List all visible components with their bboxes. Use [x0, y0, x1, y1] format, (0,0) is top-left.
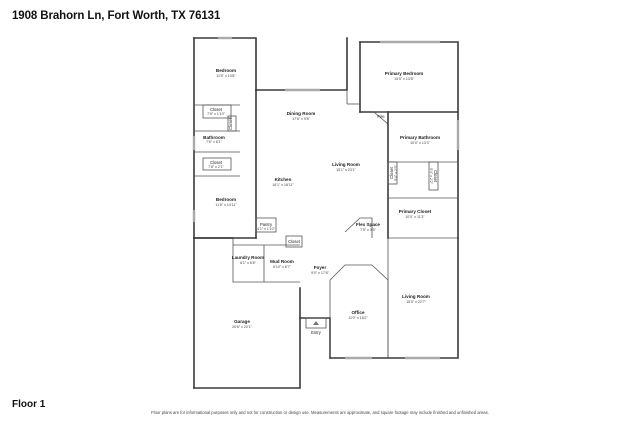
office-dim: 11'0" x 18'2" [348, 316, 368, 320]
room-labels: Bedroom 11'5" x 10'8" Closet 7'8" x 1'10… [203, 68, 440, 335]
primary-bathroom-dim: 10'0" x 13'3" [410, 141, 430, 145]
laundry-room-name: Laundry Room [232, 255, 264, 260]
bedroom-top-name: Bedroom [216, 68, 236, 73]
bedroom-bottom-dim: 11'6" x 14'11" [215, 203, 237, 207]
closet-1-name: Closet [210, 107, 223, 112]
mud-room-name: Mud Room [270, 259, 294, 264]
pantry-name: Pantry [260, 222, 273, 227]
bathroom-name: Bathroom [203, 135, 225, 140]
primary-bedroom-name: Primary Bedroom [385, 71, 424, 76]
mud-room-dim: 6'10" x 6'7" [273, 265, 291, 269]
foyer-dim: 9'0" x 17'8" [311, 271, 329, 275]
closet-5-dim: 5'4" x 2'2" [429, 168, 433, 184]
primary-closet-dim: 10'0" x 11'3" [405, 215, 425, 219]
closet-3-dim: 7'8" x 2'1" [208, 165, 224, 169]
closet-vertical-name: Closet [228, 117, 233, 130]
living-room-front-name: Living Room [402, 294, 430, 299]
disclaimer-text: Floor plans are for informational purpos… [151, 410, 489, 415]
windows [192, 36, 460, 360]
bedroom-bottom-name: Bedroom [216, 197, 236, 202]
floor-label: Floor 1 [12, 399, 46, 410]
bedroom-top-dim: 11'5" x 10'8" [216, 74, 236, 78]
garage-dim: 20'6" x 20'1" [232, 325, 252, 329]
closet-4-dim: 5'4" x 2'3" [394, 164, 398, 180]
flex-space-name: Flex Space [356, 222, 380, 227]
kitchen-name: Kitchen [275, 177, 292, 182]
closet-5-name: Closet [433, 170, 438, 183]
closet-6-name: Closet [288, 239, 301, 244]
pantry-dim: 4'1" x 1'10" [257, 227, 275, 231]
flex-space-dim: 7'5" x 3'5" [360, 228, 376, 232]
fire-name: Fire [377, 114, 385, 119]
page-title: 1908 Brahorn Ln, Fort Worth, TX 76131 [12, 10, 221, 22]
primary-closet-name: Primary Closet [399, 209, 432, 214]
closet-4-name: Closet [389, 166, 394, 179]
garage-name: Garage [234, 319, 250, 324]
interior-walls [193, 89, 459, 358]
living-room-main-dim: 15'1" x 23'1" [336, 168, 356, 172]
closet-3-name: Closet [210, 160, 223, 165]
primary-bathroom-name: Primary Bathroom [400, 135, 440, 140]
entry-arrow-icon [313, 321, 319, 325]
entry-step [305, 317, 327, 329]
living-room-front-dim: 15'0" x 22'7" [406, 300, 426, 304]
primary-bedroom-dim: 15'5" x 13'8" [394, 77, 414, 81]
dining-room-dim: 17'6" x 9'8" [292, 117, 310, 121]
kitchen-dim: 16'1" x 18'11" [272, 183, 294, 187]
foyer-name: Foyer [314, 265, 327, 270]
living-room-main-name: Living Room [332, 162, 360, 167]
bathroom-dim: 7'6" x 8'1" [206, 140, 222, 144]
closet-1-dim: 7'8" x 1'10" [207, 112, 225, 116]
dining-room-name: Dining Room [287, 111, 316, 116]
entry-name: Entry [311, 330, 322, 335]
laundry-room-dim: 6'1" x 6'8" [240, 261, 256, 265]
office-name: Office [351, 310, 364, 315]
